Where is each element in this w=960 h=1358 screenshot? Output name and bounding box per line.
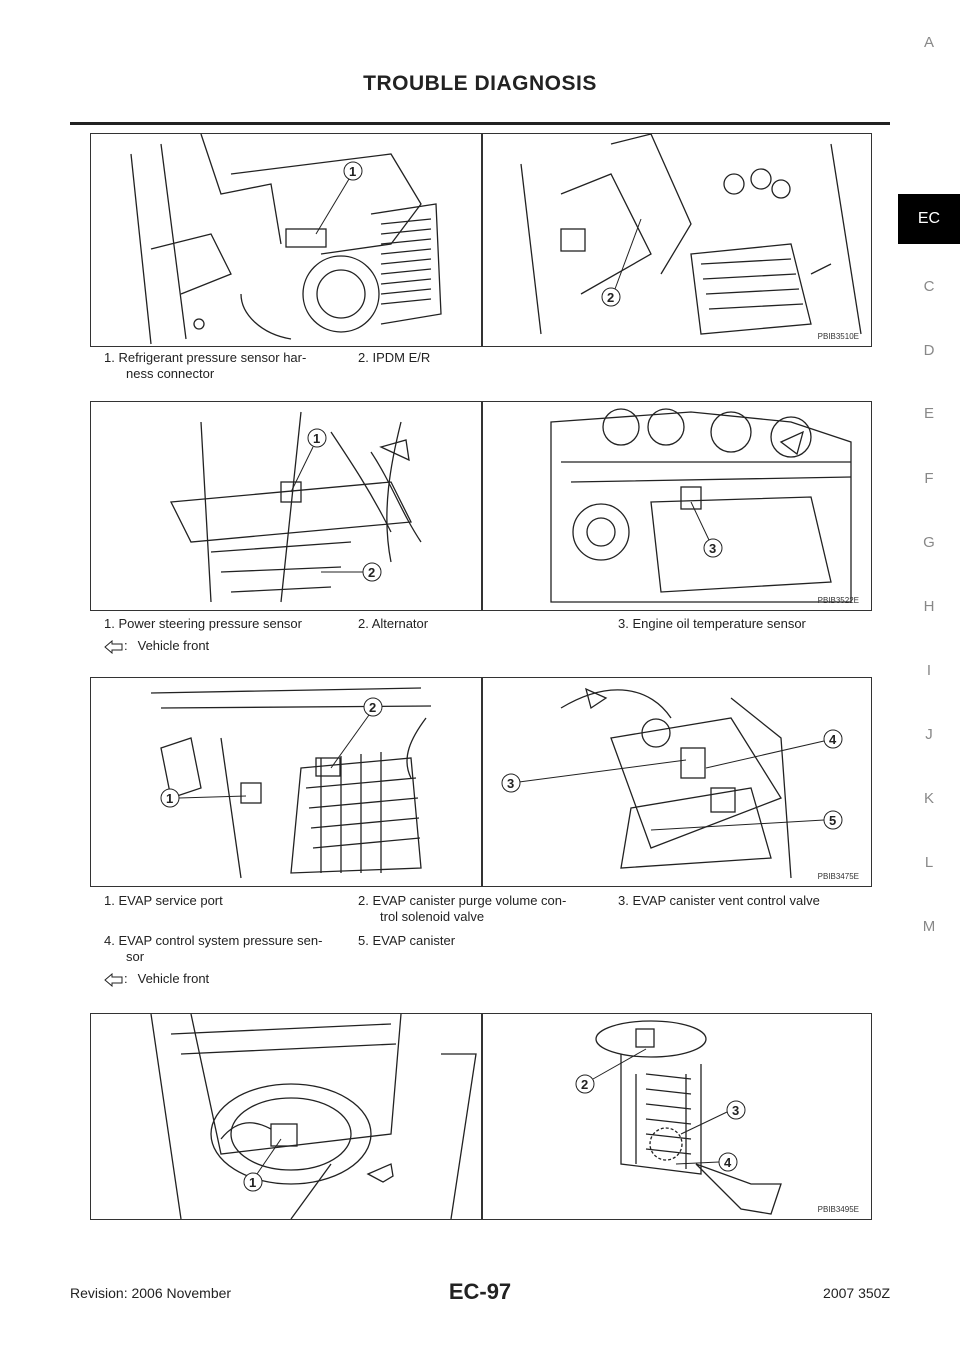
vehicle-front-arrow-icon: [104, 972, 123, 987]
svg-text:1: 1: [349, 164, 356, 179]
index-letter-active[interactable]: EC: [898, 194, 960, 244]
callout-1: 1: [315, 161, 363, 235]
index-letter[interactable]: C: [923, 278, 935, 295]
caption-1: 1. Power steering pressure sensor: [104, 616, 302, 631]
callout-5: 5: [650, 810, 843, 831]
caption-3: 3. EVAP canister vent control valve: [618, 893, 820, 908]
index-letter[interactable]: H: [923, 598, 935, 615]
caption-4: 4. EVAP control system pressure sen- sor: [104, 933, 323, 964]
caption-2: 2. Alternator: [358, 616, 429, 631]
vehicle-front-arrow-icon: [104, 639, 123, 654]
figure-code: PBIB3522E: [817, 596, 859, 605]
vehicle-front-note: :Vehicle front: [104, 971, 209, 987]
figure-divider: [481, 1014, 483, 1219]
svg-text:3: 3: [732, 1103, 739, 1118]
figure-code: PBIB3475E: [817, 872, 859, 881]
caption-5: 5. EVAP canister: [358, 933, 456, 948]
callout-4: 4: [675, 1152, 738, 1172]
callout-3: 3: [690, 501, 723, 558]
figure-fuel-pump: 1 2 3 4 PBIB3495E: [90, 1013, 872, 1220]
footer-revision: Revision: 2006 November: [70, 1285, 232, 1301]
callout-3: 3: [680, 1100, 746, 1135]
svg-text:4: 4: [724, 1155, 732, 1170]
svg-text:1: 1: [249, 1175, 256, 1190]
index-letter[interactable]: F: [924, 470, 934, 487]
callout-4: 4: [705, 729, 843, 769]
svg-text:3: 3: [709, 541, 716, 556]
index-letter[interactable]: E: [923, 405, 934, 422]
figure-refrigerant-ipdm: 1 2 PBIB3510E: [90, 133, 872, 347]
svg-text:5: 5: [829, 813, 836, 828]
callout-1: 1: [243, 1138, 282, 1192]
index-letter[interactable]: A: [923, 34, 934, 51]
svg-text:2: 2: [368, 565, 375, 580]
caption-3: 3. Engine oil temperature sensor: [618, 616, 806, 631]
index-letter[interactable]: G: [923, 534, 935, 551]
index-letter[interactable]: D: [923, 342, 935, 359]
svg-text:1: 1: [313, 431, 320, 446]
header-rule: [70, 122, 890, 125]
callout-2: 2: [321, 562, 382, 582]
caption-1: 1. EVAP service port: [104, 893, 223, 908]
vehicle-front-note: :Vehicle front: [104, 638, 209, 654]
figure-code: PBIB3510E: [817, 332, 859, 341]
callout-2: 2: [575, 1048, 647, 1094]
index-letter[interactable]: I: [926, 662, 932, 679]
index-letter[interactable]: M: [922, 918, 936, 935]
svg-text:2: 2: [369, 700, 376, 715]
svg-text:2: 2: [581, 1077, 588, 1092]
caption-2: 2. IPDM E/R: [358, 350, 431, 365]
page-number: EC-97: [448, 1279, 512, 1304]
figure-code: PBIB3495E: [817, 1205, 859, 1214]
footer-model: 2007 350Z: [823, 1285, 890, 1301]
svg-text:1: 1: [166, 791, 173, 806]
figure-ps-alternator-oil: 1 2 3 PBIB3522E: [90, 401, 872, 611]
figure-divider: [481, 678, 483, 886]
callout-2: 2: [330, 697, 383, 769]
caption-1: 1. Refrigerant pressure sensor har- ness…: [104, 350, 307, 381]
svg-text:2: 2: [607, 290, 614, 305]
index-letter[interactable]: L: [924, 854, 934, 871]
index-letter[interactable]: J: [925, 726, 933, 743]
svg-text:4: 4: [829, 732, 837, 747]
caption-2: 2. EVAP canister purge volume con- trol …: [358, 893, 567, 924]
engine-illustration: 1 2: [130, 134, 862, 345]
page-title: TROUBLE DIAGNOSIS: [363, 72, 597, 95]
callout-3: 3: [501, 759, 687, 793]
svg-text:3: 3: [507, 776, 514, 791]
figure-evap: 1 2 3 4 5 PBIB3475E: [90, 677, 872, 887]
figure-divider: [481, 402, 483, 610]
engine-illustration: 1 2 3: [169, 408, 852, 603]
callout-1: 1: [160, 788, 247, 808]
fuel-pump-illustration: 1 2 3 4: [150, 1014, 782, 1219]
engine-illustration: 1 2 3 4 5: [150, 687, 843, 879]
callout-2: 2: [601, 218, 642, 307]
index-letter[interactable]: K: [923, 790, 934, 807]
figure-divider: [481, 134, 483, 346]
callout-1: 1: [290, 428, 327, 493]
